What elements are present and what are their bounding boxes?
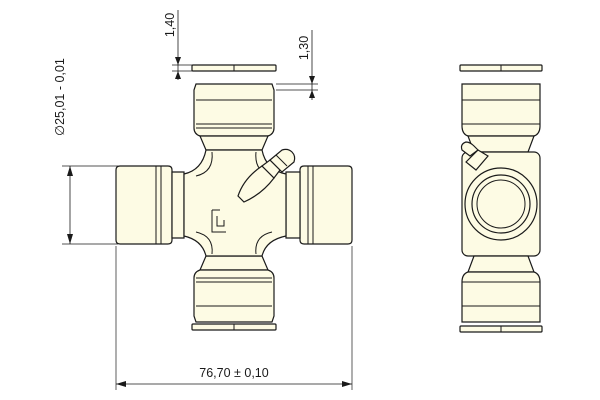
left-bearing-cap (115, 165, 185, 245)
lip-dimension: 1,30 (276, 30, 318, 100)
brand-logo-icon (211, 209, 226, 233)
right-bearing-cap (285, 165, 353, 245)
side-view (459, 64, 543, 333)
side-grease-fitting-icon (460, 141, 489, 171)
diameter-dimension-label: ∅25,01 - 0,01 (53, 58, 67, 136)
top-bearing-cap (191, 64, 277, 151)
width-dimension-label: 76,70 ± 0,10 (199, 366, 268, 380)
width-dimension: 76,70 ± 0,10 (115, 246, 353, 390)
front-view (115, 64, 353, 331)
diameter-dimension: ∅25,01 - 0,01 (53, 58, 118, 245)
top-thickness-dimension: 1,40 (163, 10, 194, 80)
lip-dimension-label: 1,30 (297, 36, 311, 60)
grease-fitting-icon (237, 148, 296, 203)
top-thickness-label: 1,40 (163, 13, 177, 37)
bottom-bearing-cap (191, 255, 277, 331)
